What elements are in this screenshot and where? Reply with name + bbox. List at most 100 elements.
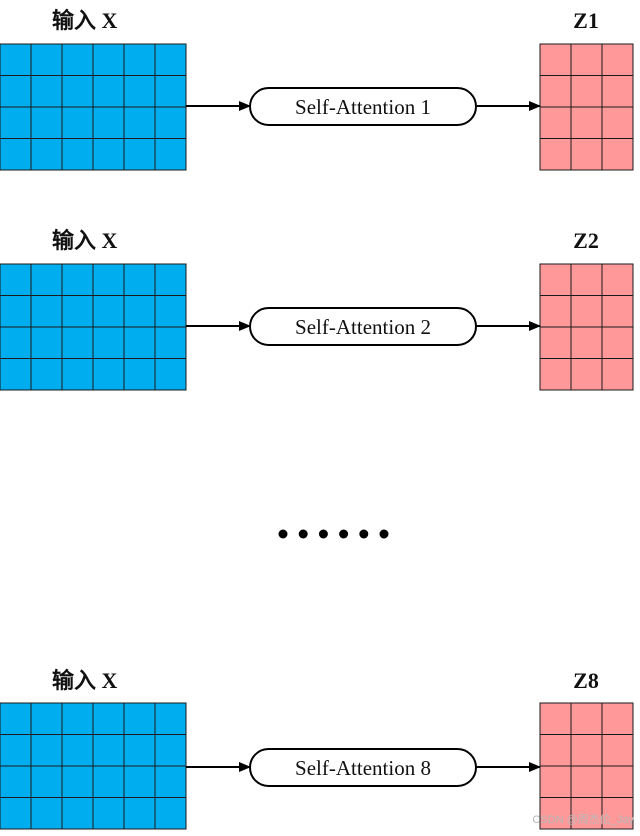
ellipsis-dot xyxy=(298,529,308,539)
input-matrix-cell xyxy=(92,358,125,391)
input-matrix-cell xyxy=(154,263,187,296)
input-matrix-cell xyxy=(30,43,63,76)
input-matrix-cell xyxy=(61,765,94,798)
input-matrix-cell xyxy=(92,765,125,798)
input-matrix-cell xyxy=(123,797,156,830)
output-matrix-cell xyxy=(601,702,634,735)
input-matrix-cell xyxy=(30,734,63,767)
input-matrix-cell xyxy=(30,797,63,830)
output-label: Z2 xyxy=(573,228,599,253)
input-matrix-cell xyxy=(154,734,187,767)
output-matrix-cell xyxy=(570,702,603,735)
input-matrix-cell xyxy=(154,797,187,830)
output-matrix-cell xyxy=(539,43,572,76)
input-matrix-cell xyxy=(61,797,94,830)
ellipsis-dot xyxy=(379,529,389,539)
input-matrix-cell xyxy=(30,358,63,391)
output-matrix-cell xyxy=(570,734,603,767)
output-matrix-cell xyxy=(539,138,572,171)
input-matrix-x xyxy=(0,263,187,391)
input-matrix-cell xyxy=(154,358,187,391)
input-matrix-cell xyxy=(61,702,94,735)
output-matrix-cell xyxy=(601,765,634,798)
output-matrix-cell xyxy=(539,295,572,328)
output-matrix-cell xyxy=(539,797,572,830)
input-matrix-cell xyxy=(92,43,125,76)
head-row-2: 输入 X Self-Attention 2 Z2 xyxy=(0,228,634,391)
output-matrix-cell xyxy=(570,75,603,108)
output-matrix-cell xyxy=(601,106,634,139)
input-matrix-x xyxy=(0,702,187,830)
output-matrix-cell xyxy=(570,263,603,296)
input-matrix-cell xyxy=(0,358,32,391)
input-matrix-cell xyxy=(92,138,125,171)
input-matrix-cell xyxy=(61,106,94,139)
input-matrix-cell xyxy=(92,797,125,830)
input-matrix-cell xyxy=(0,263,32,296)
input-matrix-cell xyxy=(123,106,156,139)
output-matrix-cell xyxy=(570,43,603,76)
input-matrix-cell xyxy=(92,734,125,767)
input-matrix-cell xyxy=(92,702,125,735)
input-matrix-cell xyxy=(123,326,156,359)
head-row-8: 输入 X Self-Attention 8 Z8 xyxy=(0,668,634,830)
input-matrix-cell xyxy=(154,765,187,798)
output-matrix-cell xyxy=(601,138,634,171)
self-attention-label: Self-Attention 1 xyxy=(295,95,431,119)
output-matrix-cell xyxy=(539,702,572,735)
ellipsis-dot xyxy=(359,529,369,539)
output-matrix-cell xyxy=(539,263,572,296)
watermark-text: CSDN @周杰伦_Jay xyxy=(532,812,634,826)
output-matrix-cell xyxy=(601,358,634,391)
output-matrix-cell xyxy=(539,358,572,391)
output-matrix-cell xyxy=(570,106,603,139)
output-matrix-z xyxy=(539,702,634,830)
input-matrix-cell xyxy=(92,295,125,328)
input-matrix-cell xyxy=(154,138,187,171)
input-matrix-cell xyxy=(30,138,63,171)
output-matrix-cell xyxy=(601,263,634,296)
output-matrix-cell xyxy=(570,326,603,359)
input-matrix-x xyxy=(0,43,187,171)
input-matrix-cell xyxy=(0,295,32,328)
input-matrix-cell xyxy=(30,765,63,798)
input-matrix-cell xyxy=(0,702,32,735)
input-matrix-cell xyxy=(30,702,63,735)
ellipsis-dots xyxy=(278,529,389,539)
input-matrix-cell xyxy=(154,326,187,359)
input-matrix-cell xyxy=(123,734,156,767)
input-matrix-cell xyxy=(154,702,187,735)
input-matrix-cell xyxy=(30,295,63,328)
output-matrix-cell xyxy=(539,75,572,108)
output-matrix-cell xyxy=(601,43,634,76)
input-matrix-cell xyxy=(0,43,32,76)
input-matrix-cell xyxy=(0,326,32,359)
output-matrix-cell xyxy=(539,106,572,139)
output-matrix-cell xyxy=(570,138,603,171)
input-label: 输入 X xyxy=(52,228,118,253)
output-label: Z8 xyxy=(573,668,599,693)
input-matrix-cell xyxy=(0,734,32,767)
ellipsis-dot xyxy=(278,529,288,539)
input-matrix-cell xyxy=(30,75,63,108)
input-matrix-cell xyxy=(61,326,94,359)
input-matrix-cell xyxy=(123,263,156,296)
input-matrix-cell xyxy=(154,295,187,328)
output-matrix-cell xyxy=(570,295,603,328)
input-matrix-cell xyxy=(123,295,156,328)
input-matrix-cell xyxy=(61,75,94,108)
input-matrix-cell xyxy=(0,797,32,830)
input-matrix-cell xyxy=(61,358,94,391)
output-label: Z1 xyxy=(573,8,599,33)
input-matrix-cell xyxy=(61,43,94,76)
output-matrix-cell xyxy=(539,765,572,798)
self-attention-label: Self-Attention 8 xyxy=(295,756,431,780)
output-matrix-cell xyxy=(570,765,603,798)
input-matrix-cell xyxy=(61,138,94,171)
output-matrix-cell xyxy=(539,734,572,767)
input-matrix-cell xyxy=(30,106,63,139)
input-matrix-cell xyxy=(92,106,125,139)
input-matrix-cell xyxy=(92,75,125,108)
